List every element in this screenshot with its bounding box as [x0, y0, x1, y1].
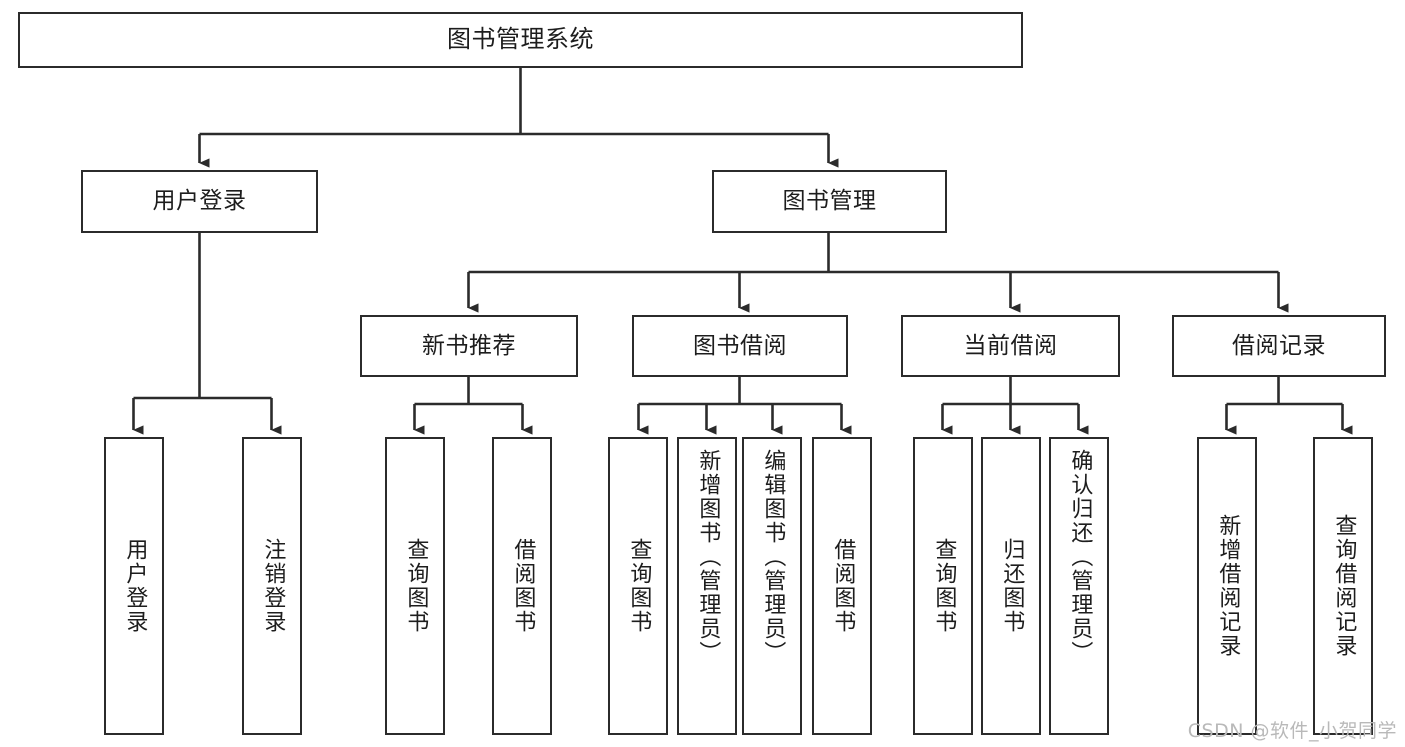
node-label: 当前借阅: [963, 332, 1058, 359]
leaf-return-book[interactable]: 归还图书: [981, 437, 1041, 735]
leaf-confirm-return-admin[interactable]: 确认归还（管理员）: [1049, 437, 1109, 735]
node-label: 注销登录: [260, 538, 286, 634]
node-label: 图书借阅: [693, 332, 787, 359]
node-label: 用户登录: [152, 188, 247, 215]
leaf-borrow-book-borrow[interactable]: 借阅图书: [812, 437, 872, 735]
node-new-book-recommend[interactable]: 新书推荐: [360, 315, 578, 377]
node-label: 借阅图书: [830, 538, 856, 634]
node-label: 归还图书: [999, 538, 1025, 634]
node-label: 新增借阅记录: [1215, 514, 1241, 658]
leaf-logout-login[interactable]: 注销登录: [242, 437, 302, 735]
watermark-text: CSDN @软件_小贺同学: [1187, 720, 1397, 742]
node-label: 图书管理系统: [447, 25, 594, 54]
node-label: 查询图书: [931, 538, 957, 634]
node-label: 借阅图书: [510, 538, 536, 634]
node-book-borrow[interactable]: 图书借阅: [632, 315, 848, 377]
leaf-query-book-current[interactable]: 查询图书: [913, 437, 973, 735]
leaf-borrow-book-recommend[interactable]: 借阅图书: [492, 437, 552, 735]
node-book-management[interactable]: 图书管理: [712, 170, 947, 233]
node-label: 查询图书: [626, 538, 652, 634]
leaf-query-borrow-record[interactable]: 查询借阅记录: [1313, 437, 1373, 735]
leaf-add-book-admin[interactable]: 新增图书（管理员）: [677, 437, 737, 735]
node-borrow-record[interactable]: 借阅记录: [1172, 315, 1386, 377]
node-label: 用户登录: [122, 538, 148, 634]
leaf-query-book-recommend[interactable]: 查询图书: [385, 437, 445, 735]
node-label: 图书管理: [782, 188, 877, 215]
leaf-edit-book-admin[interactable]: 编辑图书（管理员）: [742, 437, 802, 735]
node-label: 查询图书: [403, 538, 429, 634]
node-label: 确认归还（管理员）: [1067, 449, 1093, 665]
node-label: 查询借阅记录: [1331, 514, 1357, 658]
node-label: 新增图书（管理员）: [695, 449, 721, 665]
leaf-query-book-borrow[interactable]: 查询图书: [608, 437, 668, 735]
leaf-add-borrow-record[interactable]: 新增借阅记录: [1197, 437, 1257, 735]
node-root-book-management-system[interactable]: 图书管理系统: [18, 12, 1023, 68]
node-current-borrow[interactable]: 当前借阅: [901, 315, 1120, 377]
leaf-user-login[interactable]: 用户登录: [104, 437, 164, 735]
node-user-login[interactable]: 用户登录: [81, 170, 318, 233]
node-label: 新书推荐: [422, 332, 516, 359]
node-label: 编辑图书（管理员）: [760, 449, 786, 665]
node-label: 借阅记录: [1232, 332, 1326, 359]
